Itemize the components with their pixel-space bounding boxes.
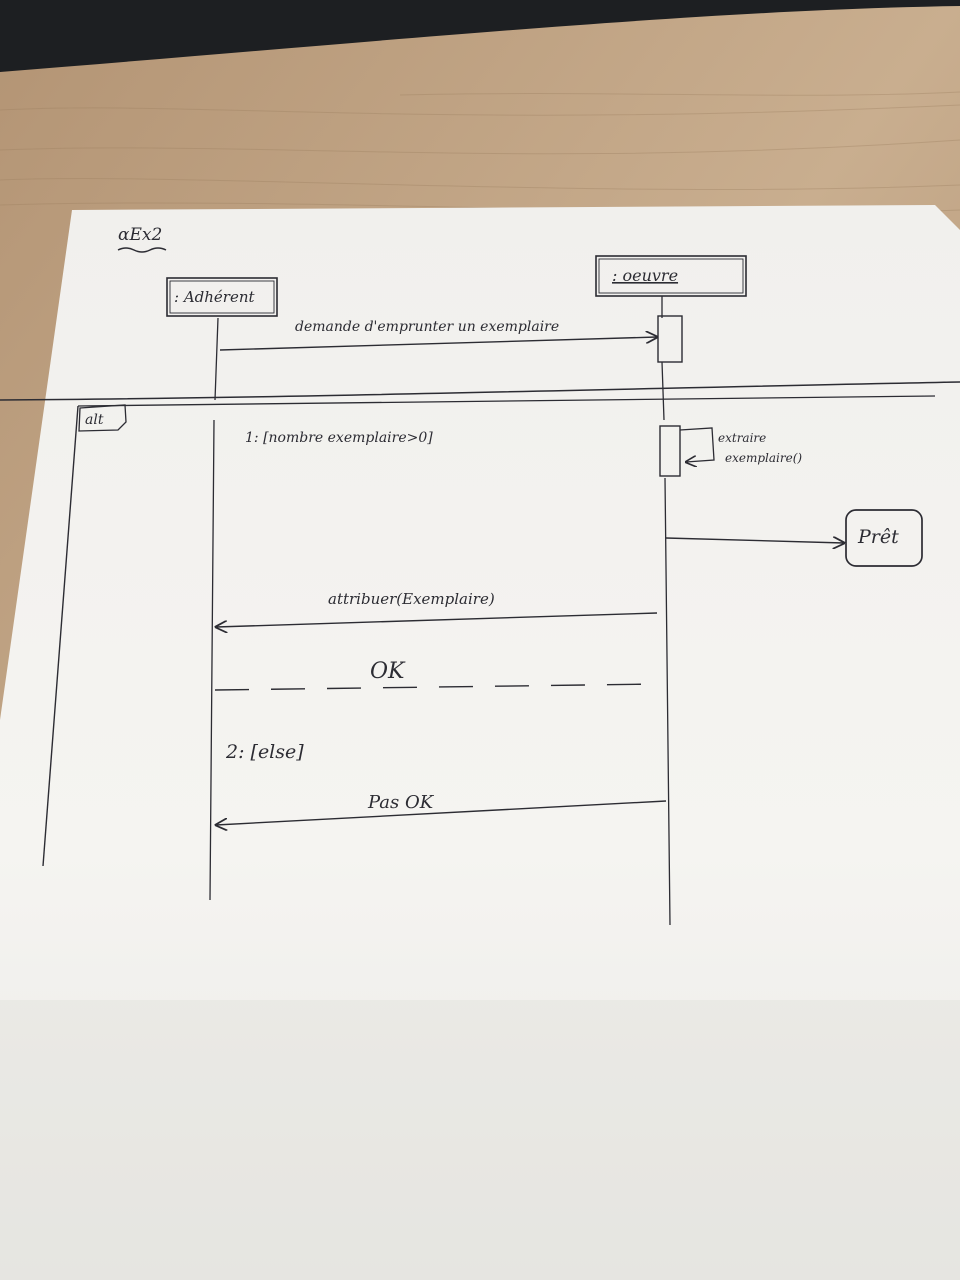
lifeline-adherent: : Adhérent [166, 277, 278, 317]
message-ok-label: OK [370, 659, 406, 684]
message-request-arrow [219, 337, 657, 351]
message-assign-arrow [216, 612, 658, 627]
lifeline-adherent-line [209, 317, 219, 901]
pret-state-box [845, 509, 923, 567]
paper-sheet [0, 205, 960, 1280]
self-call-label-line2: exemplaire() [725, 451, 802, 465]
message-not-ok-label: Pas OK [367, 792, 435, 813]
lifeline-oeuvre-label: : oeuvre [612, 266, 678, 285]
pret-state-label: Prêt [857, 526, 899, 548]
alt-operator-label: alt [85, 412, 104, 428]
section-divider [0, 381, 960, 401]
message-request-label: demande d'emprunter un exemplaire [295, 319, 559, 335]
self-call-label-line1: extraire [718, 431, 766, 445]
guard-2: 2: [else] [225, 741, 304, 763]
title-underline [117, 247, 167, 253]
lifeline-oeuvre: : oeuvre [595, 255, 747, 297]
operand-separator [214, 683, 661, 691]
diagram-title: αEx2 [118, 225, 162, 245]
laptop-edge [0, 0, 960, 72]
lifeline-adherent-label: : Adhérent [174, 288, 256, 306]
guard-1: 1: [nombre exemplaire>0] [245, 430, 433, 446]
arrow-to-pret [665, 538, 844, 543]
message-not-ok-arrow [216, 800, 667, 825]
message-assign-label: attribuer(Exemplaire) [328, 590, 495, 608]
self-call: extraire exemplaire() [659, 425, 802, 477]
alt-fragment: alt [42, 395, 936, 867]
lifeline-oeuvre-line [661, 296, 671, 926]
paper-light-falloff [0, 1000, 960, 1280]
